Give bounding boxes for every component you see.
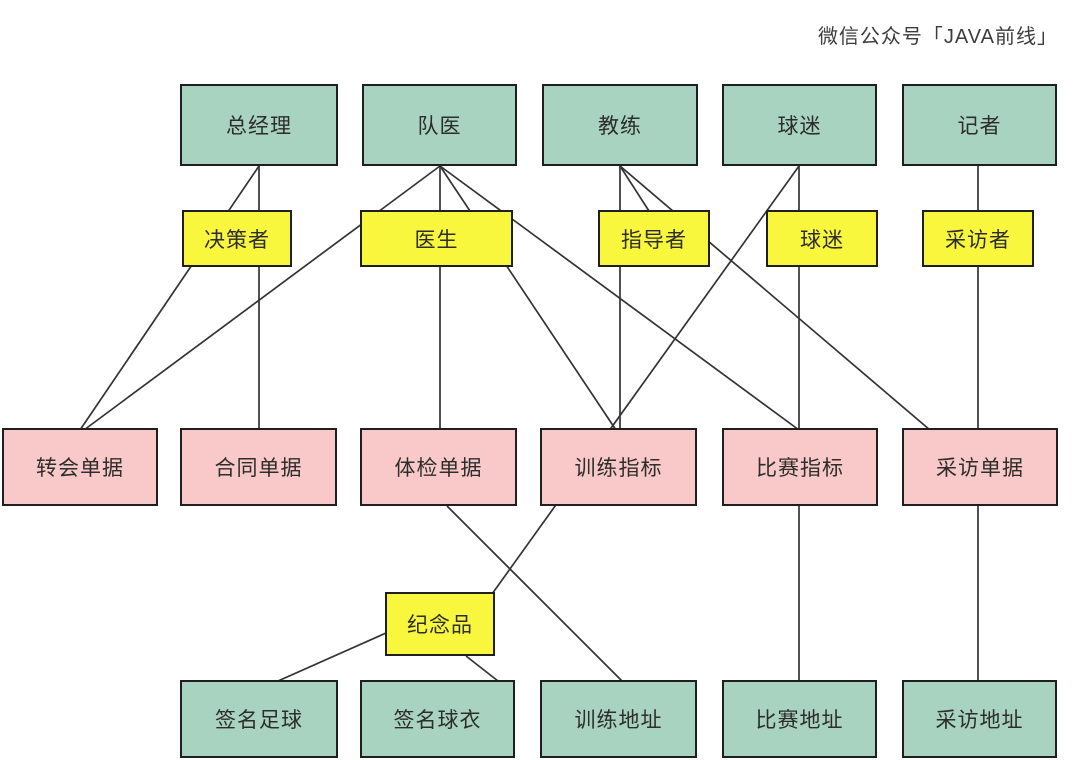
node-label: 教练 [598,115,642,138]
node-instructor: 指导者 [598,210,710,267]
node-label: 比赛地址 [755,709,844,732]
node-label: 记者 [957,115,1002,138]
node-label: 球迷 [777,115,822,138]
node-label: 队医 [417,115,462,138]
node-label: 体检单据 [394,457,483,480]
node-label: 训练指标 [574,457,663,480]
node-interview-address: 采访地址 [902,680,1057,758]
edge-fan-souvenir [491,165,800,595]
node-team-doctor: 队医 [362,84,517,166]
node-label: 采访单据 [936,457,1024,480]
watermark-text: 微信公众号「JAVA前线」 [817,26,1058,48]
edge-coach-interview-doc [619,165,931,431]
node-label: 签名足球 [215,709,303,732]
node-label: 签名球衣 [393,709,482,732]
node-fan-role: 球迷 [766,210,878,267]
node-label: 采访者 [945,228,1011,252]
node-match-metric: 比赛指标 [722,428,878,506]
edge-general-manager-transfer-doc [79,165,260,431]
node-label: 纪念品 [407,614,473,637]
node-interviewer: 采访者 [922,210,1034,267]
node-label: 合同单据 [214,457,303,480]
edge-souvenir-signed-football [277,632,387,682]
node-match-address: 比赛地址 [722,680,877,758]
node-reporter: 记者 [902,84,1057,166]
edge-team-doctor-training-metric [439,165,617,431]
node-transfer-doc: 转会单据 [2,428,158,506]
node-training-metric: 训练指标 [540,428,697,506]
edge-souvenir-signed-jersey [465,655,499,682]
node-label: 转会单据 [36,457,124,480]
node-doctor: 医生 [360,210,513,267]
node-training-address: 训练地址 [540,680,697,758]
node-signed-jersey: 签名球衣 [360,680,515,758]
node-general-manager: 总经理 [180,84,338,166]
node-interview-doc: 采访单据 [902,428,1058,506]
node-decision-maker: 决策者 [182,210,292,267]
node-label: 采访地址 [935,709,1024,732]
node-label: 比赛指标 [756,457,844,480]
node-label: 球迷 [800,228,844,252]
node-label: 医生 [414,228,459,252]
edge-team-doctor-transfer-doc [83,165,441,431]
node-label: 训练地址 [574,709,663,732]
edge-checkup-doc-training-address [446,505,625,684]
node-label: 决策者 [204,228,270,252]
node-label: 指导者 [621,228,687,252]
node-coach: 教练 [542,84,698,166]
node-checkup-doc: 体检单据 [360,428,517,506]
node-contract-doc: 合同单据 [180,428,337,506]
node-souvenir: 纪念品 [385,592,495,656]
node-label: 总经理 [226,115,292,138]
edge-coach-instructor [619,165,650,212]
node-signed-football: 签名足球 [180,680,338,758]
node-fan: 球迷 [722,84,877,166]
